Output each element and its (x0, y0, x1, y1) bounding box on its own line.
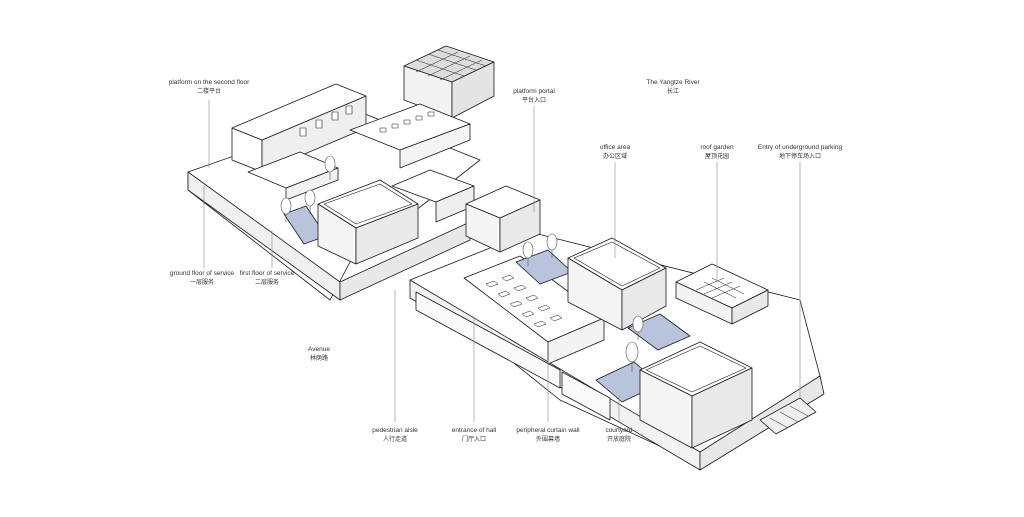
label-cn: 办公区域 (602, 153, 628, 160)
label-en: entrance of hall (451, 427, 497, 434)
hall-front (547, 317, 605, 365)
label-cn: 人行走道 (382, 436, 407, 443)
left-pavilion-front (399, 123, 471, 169)
label-office-area: office area 办公区域 (600, 143, 630, 161)
lower-cube-side (691, 367, 753, 449)
office-side (621, 267, 667, 331)
label-en: Entry of underground parking (757, 144, 843, 151)
parking-ramp (759, 397, 817, 435)
label-en: The Yangtze River (646, 79, 700, 86)
label-platform-second-floor: platform on the second floor 二楼平台 (169, 78, 250, 96)
label-first-floor-service: first floor of service 二层服务 (240, 269, 295, 287)
curtain-wall-band (415, 291, 561, 389)
hall-entrance-band (561, 371, 611, 421)
label-cn: 外围幕墙 (535, 436, 561, 443)
label-en: office area (599, 144, 631, 151)
portal-block-side (499, 199, 541, 253)
label-avenue: Avenue 林荫路 (308, 345, 330, 363)
label-curtain-wall: peripheral curtain wall 外围幕墙 (516, 426, 579, 444)
tower-side (451, 61, 495, 119)
label-cn: 平台入口 (521, 97, 547, 104)
label-en: pedestrian aisle (372, 427, 418, 434)
label-cn: 开放庭院 (606, 436, 632, 443)
label-en: platform on the second floor (168, 79, 250, 86)
label-en: ground floor of service (169, 270, 235, 277)
label-en: peripheral curtain wall (516, 427, 580, 434)
garden-side (731, 289, 769, 325)
right-base-front-right (699, 375, 825, 471)
label-yangtze-river: The Yangtze River 长江 (646, 78, 699, 96)
tall-block-roof (231, 83, 367, 141)
label-cn: 长江 (666, 88, 680, 95)
label-en: platform portal (513, 88, 555, 95)
label-roof-garden: roof garden 屋顶花园 (700, 143, 733, 161)
label-en: first floor of service (239, 270, 295, 277)
label-en: roof garden (700, 144, 734, 151)
label-cn: 屋顶花园 (704, 153, 729, 160)
label-cn: 一层服务 (189, 279, 214, 286)
label-ground-floor-service: ground floor of service 一层服务 (170, 269, 234, 287)
label-pedestrian-aisle: pedestrian aisle 人行走道 (372, 426, 418, 444)
label-underground-parking: Entry of underground parking 地下停车场入口 (758, 143, 842, 161)
left-cube-side (355, 203, 419, 265)
label-entrance-hall: entrance of hall 门厅入口 (452, 426, 496, 444)
label-cn: 林荫路 (309, 355, 328, 362)
label-platform-portal: platform portal 平台入口 (513, 87, 555, 105)
label-cn: 门厅入口 (461, 436, 487, 443)
small-left-block-front (285, 167, 339, 201)
mid-courtyard (627, 313, 691, 351)
left-base-front-right (339, 221, 471, 301)
label-cn: 二层服务 (254, 279, 280, 286)
label-en: Avenue (308, 346, 330, 353)
label-cn: 二楼平台 (196, 88, 222, 95)
label-en: courtyard (605, 427, 633, 434)
label-courtyard: courtyard 开放庭院 (605, 426, 632, 444)
label-cn: 地下停车场入口 (778, 153, 822, 160)
